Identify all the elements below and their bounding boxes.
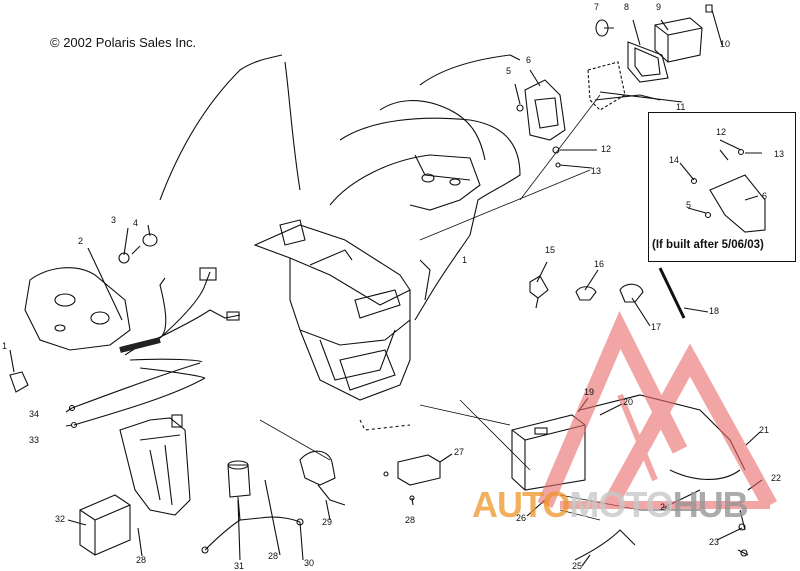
callout-label: 32 — [55, 514, 66, 524]
callout-label: 26 — [516, 513, 527, 523]
callout-label: 3 — [111, 215, 117, 225]
callout-label: 20 — [623, 397, 634, 407]
callout-label: 34 — [29, 409, 40, 419]
callout-label: 19 — [584, 387, 595, 397]
coil-31 — [227, 464, 251, 498]
callout-label: 15 — [545, 245, 556, 255]
callout-label: 18 — [709, 306, 720, 316]
headlight-housing — [24, 267, 131, 351]
fender-outline — [159, 54, 283, 201]
callout-label: 6 — [526, 55, 532, 65]
callout-label: 33 — [29, 435, 40, 445]
battery — [511, 414, 586, 491]
inset-bracket — [709, 174, 766, 233]
watermark-text: AUTOMOTOHUB — [472, 484, 749, 526]
callout-label: 23 — [709, 537, 720, 547]
callout-label: 28 — [136, 555, 147, 565]
callout-label: 7 — [594, 2, 600, 12]
light-9 — [654, 17, 703, 63]
watermark-part3: HUB — [672, 484, 749, 525]
body-panel — [339, 117, 521, 321]
callout-label: 8 — [624, 2, 630, 12]
callout-label: 6 — [762, 191, 768, 201]
module-32 — [79, 494, 131, 556]
callout-label: 29 — [322, 517, 333, 527]
callout-label: 21 — [759, 425, 770, 435]
watermark-part2: MOTO — [569, 484, 673, 525]
callout-label: 13 — [591, 166, 602, 176]
watermark-logo — [537, 310, 778, 509]
callout-label: 31 — [234, 561, 245, 571]
bracket-6 — [524, 79, 566, 141]
cable-34 — [71, 362, 201, 409]
watermark-part1: AUTO — [472, 484, 570, 525]
copyright-text: © 2002 Polaris Sales Inc. — [50, 35, 197, 50]
callout-label: 17 — [651, 322, 662, 332]
callout-label: 12 — [716, 127, 727, 137]
callout-label: 30 — [304, 558, 315, 568]
callout-label: 16 — [594, 259, 605, 269]
callout-label: 28 — [405, 515, 416, 525]
callout-label: 5 — [506, 66, 512, 76]
inset-caption: (If built after 5/06/03) — [652, 239, 764, 251]
lens-8 — [627, 41, 669, 83]
cable-33 — [73, 377, 206, 426]
callout-label: 11 — [676, 102, 686, 112]
callout-label: 22 — [771, 473, 782, 483]
frame-upper — [253, 224, 411, 306]
callout-label: 5 — [686, 200, 692, 210]
clip-15 — [529, 275, 549, 299]
callout-label: 27 — [454, 447, 465, 457]
callout-label: 14 — [669, 155, 680, 165]
inset-frame — [648, 112, 796, 262]
callout-label: 25 — [572, 561, 583, 571]
callout-label: 10 — [720, 39, 731, 49]
module-27 — [397, 454, 441, 486]
bracket-assembly — [119, 417, 191, 516]
callout-label: 12 — [601, 144, 612, 154]
callout-label: 24 — [660, 502, 671, 512]
relay-29 — [299, 450, 336, 486]
callout-label: 1 — [462, 255, 468, 265]
callout-label: 13 — [774, 149, 785, 159]
callout-label: 2 — [78, 236, 84, 246]
callout-label: 4 — [133, 218, 139, 228]
callout-label: 28 — [268, 551, 279, 561]
callout-label: 1 — [2, 341, 8, 351]
callout-label: 9 — [656, 2, 662, 12]
